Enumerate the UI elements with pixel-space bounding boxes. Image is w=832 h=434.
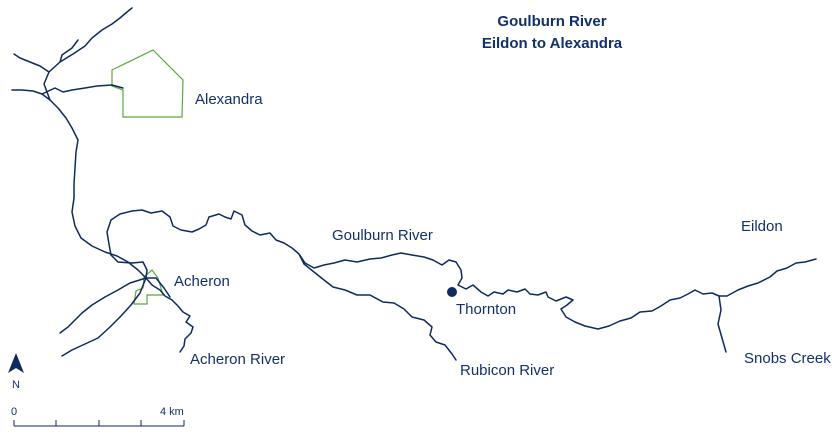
scale-bar <box>13 420 185 427</box>
rubicon-river-line <box>298 253 457 361</box>
goulburn-river-north-line <box>11 89 147 279</box>
acheron-west-creek-line <box>59 277 147 334</box>
scale-bar-end-label: 4 km <box>160 406 184 418</box>
label-acheron-river: Acheron River <box>190 351 285 368</box>
map-title-line1: Goulburn River <box>497 13 606 30</box>
label-thornton: Thornton <box>456 301 516 318</box>
acheron-east-creek-line <box>145 277 171 298</box>
thornton-dot <box>447 287 457 297</box>
goulburn-river-line <box>106 209 817 330</box>
north-arrow-label: N <box>12 379 20 391</box>
alexandra-creek-line <box>41 84 124 95</box>
label-eildon: Eildon <box>741 218 783 235</box>
map-title-line2: Eildon to Alexandra <box>482 35 623 52</box>
label-alexandra: Alexandra <box>195 91 263 108</box>
label-snobs-creek: Snobs Creek <box>744 350 831 367</box>
acheron-river-line <box>145 277 194 353</box>
snobs-creek-line <box>717 295 727 353</box>
alexandra-creek-north-branch-line <box>13 53 50 73</box>
label-goulburn-river: Goulburn River <box>332 227 433 244</box>
scale-bar-start-label: 0 <box>11 406 17 418</box>
alexandra-boundary <box>111 49 184 118</box>
acheron-boundary <box>133 269 164 305</box>
acheron-southwest-creek-line <box>61 277 147 357</box>
label-acheron: Acheron <box>174 273 230 290</box>
north-arrow-icon <box>8 353 24 373</box>
label-rubicon-river: Rubicon River <box>460 362 554 379</box>
alexandra-creek-branch-line <box>59 39 79 63</box>
alexandra-creek-north-line <box>43 7 133 101</box>
